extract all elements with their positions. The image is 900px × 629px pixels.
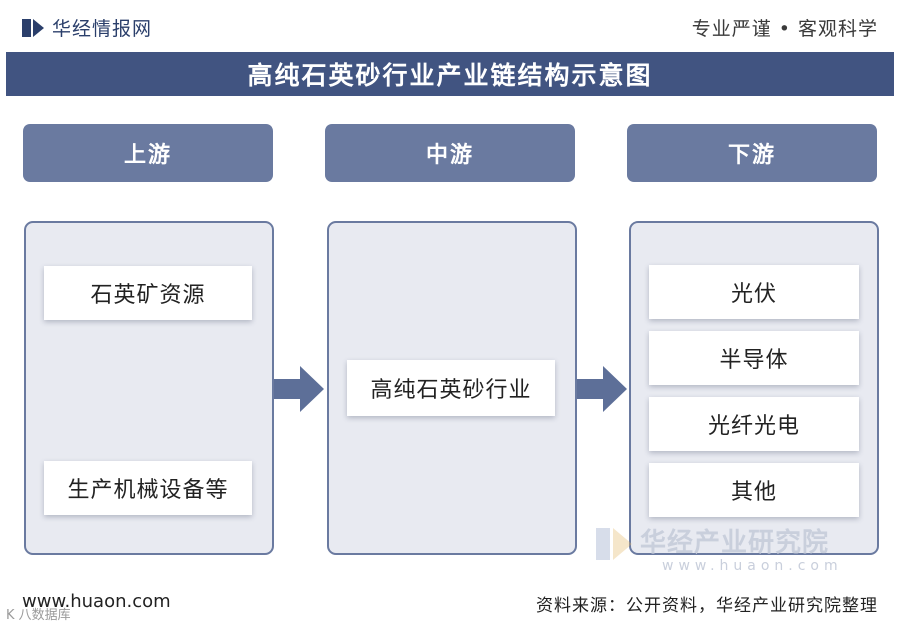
watermark-logo-icon	[596, 528, 632, 560]
upstream-panel: 石英矿资源 生产机械设备等	[24, 221, 274, 555]
brand-name: 华经情报网	[52, 18, 153, 40]
watermark-url: www.huaon.com	[662, 558, 843, 574]
upstream-item-machinery: 生产机械设备等	[44, 461, 252, 515]
downstream-panel: 光伏 半导体 光纤光电 其他	[629, 221, 879, 555]
corner-watermark: K 八数据库	[6, 608, 71, 623]
watermark-name: 华经产业研究院	[640, 528, 830, 558]
downstream-item-fiber-optoelectronics: 光纤光电	[649, 397, 859, 451]
top-bar: 华经情报网 专业严谨 • 客观科学	[0, 0, 900, 50]
title-bar: 高纯石英砂行业产业链结构示意图	[6, 52, 894, 96]
watermark: 华经产业研究院 www.huaon.com	[596, 520, 896, 582]
upstream-item-quartz-resource: 石英矿资源	[44, 266, 252, 320]
page-title: 高纯石英砂行业产业链结构示意图	[247, 61, 653, 90]
footer-source: 资料来源：公开资料，华经产业研究院整理	[536, 596, 878, 616]
stage-header-midstream: 中游	[325, 124, 575, 182]
stage-header-upstream: 上游	[23, 124, 273, 182]
arrow-right-icon	[274, 366, 324, 412]
downstream-item-photovoltaic: 光伏	[649, 265, 859, 319]
arrow-right-icon	[577, 366, 627, 412]
huajing-logo-icon	[22, 19, 44, 37]
downstream-item-semiconductor: 半导体	[649, 331, 859, 385]
footer-url[interactable]: www.huaon.com	[22, 591, 171, 612]
midstream-panel: 高纯石英砂行业	[327, 221, 577, 555]
midstream-item-quartz-sand-industry: 高纯石英砂行业	[347, 360, 555, 416]
stage-header-downstream: 下游	[627, 124, 877, 182]
slogan: 专业严谨 • 客观科学	[691, 18, 878, 40]
downstream-item-other: 其他	[649, 463, 859, 517]
